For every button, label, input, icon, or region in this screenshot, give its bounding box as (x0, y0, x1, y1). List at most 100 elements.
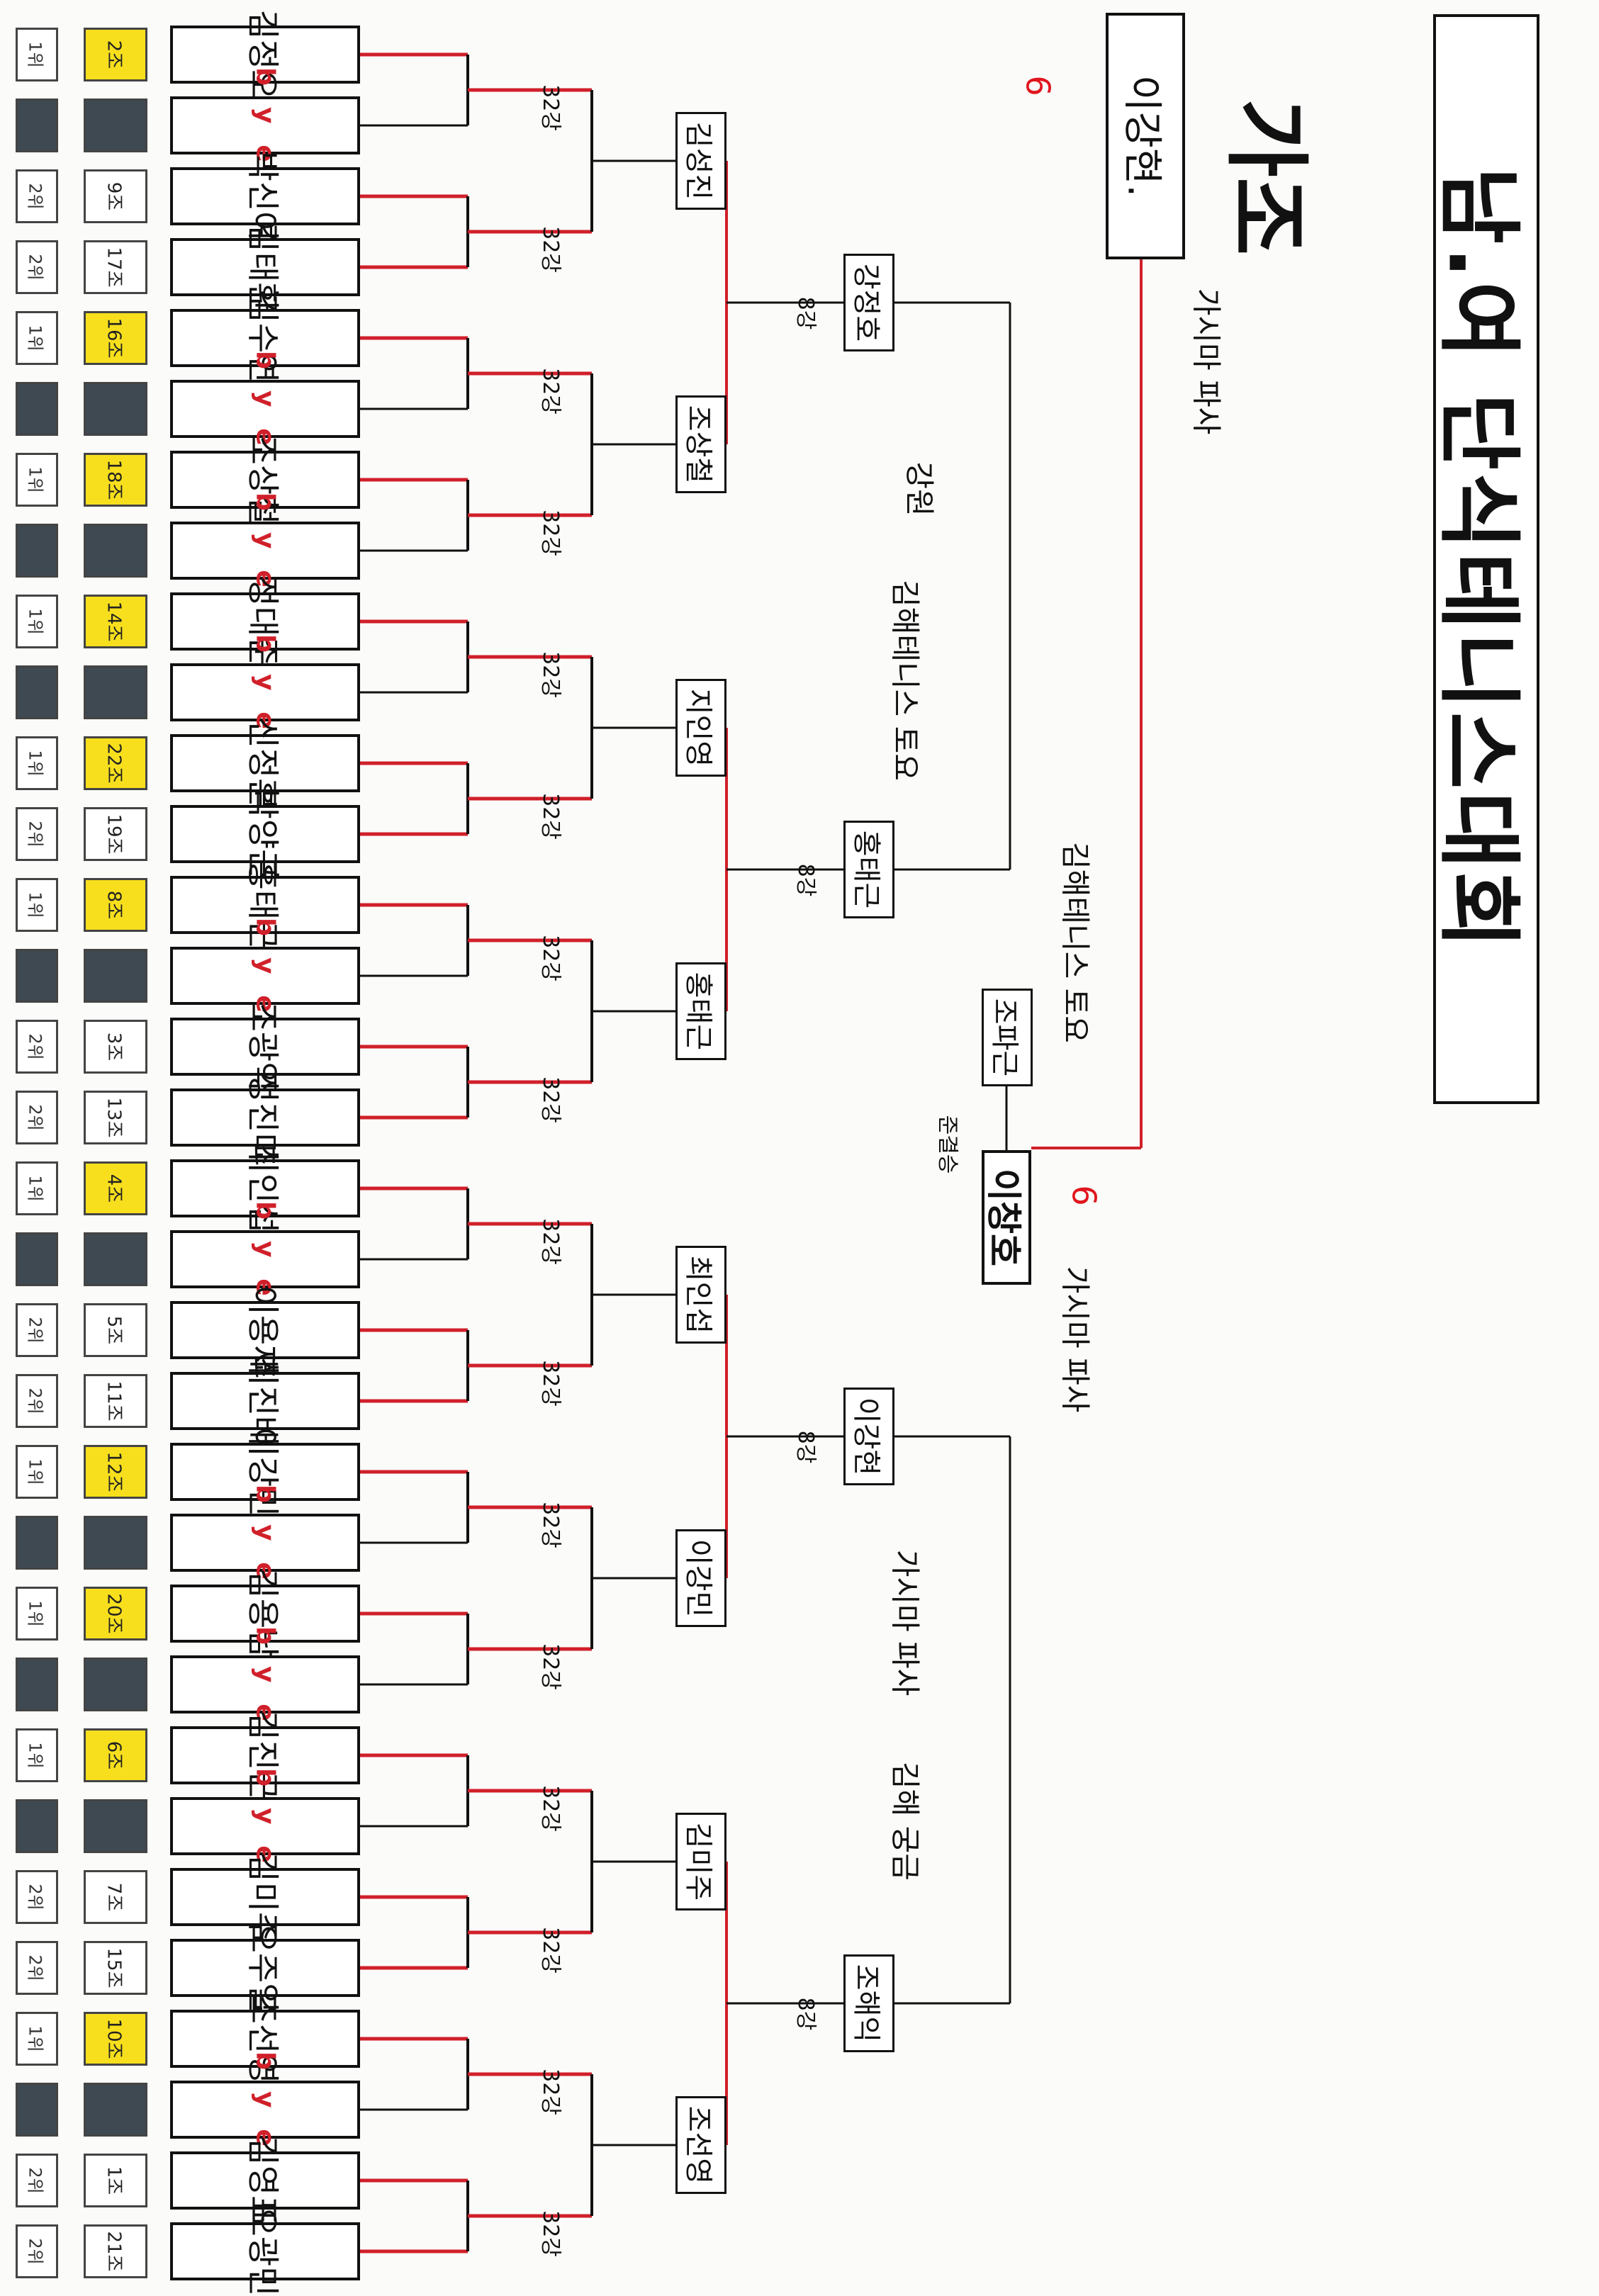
player-name-box: 김태환 (170, 223, 360, 312)
round32-label: 32강 (538, 2202, 567, 2266)
player-name-box: 김진근 (170, 1711, 360, 1800)
bye-slot: bye (170, 918, 360, 1034)
player-name-box: 김수연 (170, 293, 360, 383)
player-name-box: 박양근 (170, 789, 360, 879)
group-number: 16조 (103, 317, 125, 359)
rank-cell: 1위 (16, 2012, 58, 2066)
rank-cell: 1위 (16, 1587, 58, 1641)
group-number: 7조 (103, 1882, 125, 1912)
rank-label: 1위 (25, 325, 45, 351)
note-text: 강원 (902, 461, 937, 517)
bye-slot: bye (170, 493, 360, 609)
round32-text: 32강 (538, 1643, 563, 1690)
player-name-box: 홍태근 (170, 860, 360, 950)
player-name-box: 최진배 (170, 1356, 360, 1446)
rank-cell: 2위 (16, 2154, 58, 2207)
group-cell: 2조 (84, 28, 147, 81)
group-number: 2조 (103, 40, 125, 69)
round8-text: 8강 (793, 296, 818, 330)
round16-name: 조선영 (682, 2105, 714, 2185)
group-number: 10조 (103, 2018, 125, 2059)
rank-cell (16, 1232, 58, 1286)
rank-label: 2위 (25, 2167, 45, 2194)
rank-label: 1위 (25, 1175, 45, 1202)
group-cell: 15조 (84, 1941, 147, 1995)
bye-slot: bye (170, 2052, 360, 2168)
group-number: 18조 (103, 459, 125, 500)
final-score: 6 (1065, 1185, 1104, 1206)
round8-label: 8강 (793, 1989, 822, 2039)
round32-text: 32강 (538, 1218, 563, 1265)
rank-label: 2위 (25, 183, 45, 210)
player-name-box: 조광익 (170, 1002, 360, 1091)
handwritten-note: 가시마 파사 (1187, 269, 1230, 454)
page-title: 남.여 단식테니스대회 (1430, 167, 1528, 952)
group-cell: 22조 (84, 736, 147, 790)
player-name-box: 오주일 (170, 1923, 360, 2013)
round16-box: 홍태근 (675, 962, 726, 1060)
rank-cell (16, 382, 58, 436)
rank-label: 2위 (25, 1317, 45, 1344)
group-cell: 21조 (84, 2224, 147, 2278)
rank-label: 1위 (25, 2025, 45, 2052)
group-cell (84, 1799, 147, 1853)
rank-label: 1위 (25, 1600, 45, 1627)
final-box: 이창호 (982, 1150, 1031, 1285)
group-cell: 8조 (84, 878, 147, 932)
group-cell: 19조 (84, 807, 147, 861)
player-name-box: 정대준 (170, 577, 360, 666)
round8-name: 이강현 (850, 1397, 882, 1476)
group-cell (84, 524, 147, 578)
round16-box: 조선영 (675, 2096, 726, 2194)
rank-cell (16, 1658, 58, 1711)
group-cell: 13조 (84, 1091, 147, 1144)
round32-label: 32강 (538, 1210, 567, 1273)
player-name-box: 신정훈 (170, 719, 360, 808)
round32-text: 32강 (538, 2210, 563, 2257)
player-name-box: 김정오 (170, 10, 360, 99)
rank-cell: 1위 (16, 878, 58, 932)
rank-label: 1위 (25, 891, 45, 918)
rank-cell (16, 2083, 58, 2137)
handwritten-note: 가시마 파사 (886, 1531, 928, 1715)
handwritten-note: 김해테니스 토요 (1056, 842, 1099, 1043)
group-cell: 17조 (84, 240, 147, 294)
round8-name: 홍태근 (850, 830, 882, 909)
rank-cell: 1위 (16, 595, 58, 648)
title-banner: 남.여 단식테니스대회 (1430, 14, 1539, 1104)
round16-box: 이강민 (675, 1529, 726, 1627)
bye-slot: bye (170, 1485, 360, 1601)
round8-name: 조해익 (850, 1964, 882, 2043)
champion-score: 6 (1019, 75, 1057, 96)
rank-label: 2위 (25, 1388, 45, 1414)
rank-cell: 1위 (16, 1445, 58, 1499)
group-cell (84, 1516, 147, 1570)
group-cell: 6조 (84, 1728, 147, 1782)
group-number: 8조 (103, 890, 125, 920)
group-number: 13조 (103, 1097, 125, 1138)
group-number: 9조 (103, 181, 125, 211)
rank-label: 1위 (25, 608, 45, 635)
round8-box: 강정호 (843, 254, 894, 351)
round16-name: 지인영 (682, 688, 714, 767)
player-name-box: 이강민 (170, 1427, 360, 1516)
rank-cell: 2위 (16, 807, 58, 861)
group-number: 5조 (103, 1315, 125, 1345)
rank-label: 2위 (25, 1884, 45, 1910)
round32-text: 32강 (538, 510, 563, 556)
rank-cell: 2위 (16, 1870, 58, 1924)
round16-name: 김미주 (682, 1822, 714, 1901)
player-name-box: 정진미 (170, 1073, 360, 1162)
group-number: 17조 (103, 247, 125, 288)
note-text: 김해 궁금 (887, 1762, 923, 1881)
round16-name: 홍태근 (682, 972, 714, 1051)
round8-name: 강정호 (850, 263, 882, 342)
final-name: 이창호 (983, 1169, 1024, 1266)
rank-label: 1위 (25, 41, 45, 68)
group-number: 14조 (103, 601, 125, 642)
rank-cell (16, 949, 58, 1003)
group-cell (84, 1232, 147, 1286)
round32-text: 32강 (538, 793, 563, 840)
group-cell: 18조 (84, 453, 147, 507)
